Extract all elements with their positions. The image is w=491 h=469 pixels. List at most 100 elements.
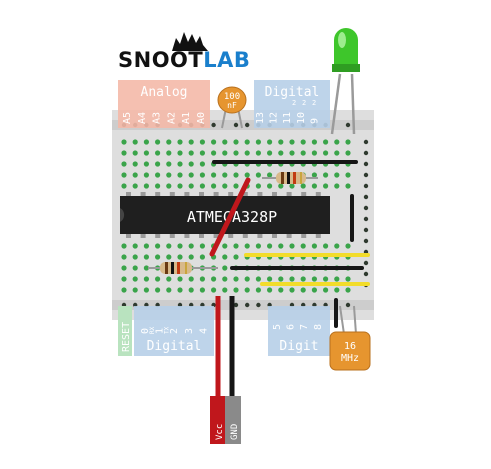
breadboard-hole [166,172,172,178]
breadboard-hole [177,276,183,282]
breadboard-hole [211,172,217,178]
breadboard-hole [334,243,340,249]
chip-pin [213,192,219,196]
breadboard-hole [267,276,273,282]
chip-pin [315,234,321,238]
breadboard-hole [143,243,149,249]
analog-pin-label: A2 [166,112,177,124]
analog-pin-label: A1 [181,112,192,124]
breadboard-hole [222,150,228,156]
breadboard-hole [289,150,295,156]
breadboard-hole [143,183,149,189]
breadboard-hole [334,139,340,145]
gnd-label: GND [230,424,240,440]
breadboard-hole [323,276,329,282]
breadboard-hole [222,243,228,249]
breadboard-hole [211,139,217,145]
breadboard-hole [255,287,261,293]
breadboard-hole [155,161,161,167]
breadboard-hole [278,276,284,282]
rail-hole [363,227,369,233]
breadboard-hole [143,150,149,156]
breadboard-hole [323,183,329,189]
rail-hole [363,161,369,167]
breadboard-hole [300,287,306,293]
gnd-connector [225,396,241,444]
analog-header-label: Analog [141,85,188,100]
breadboard-hole [334,150,340,156]
breadboard-hole [278,183,284,189]
rail-hole [345,122,351,128]
breadboard-hole [300,183,306,189]
digital-bottom-left-label: Digital [147,339,202,354]
digital-bottom-left-pin-label: 4 [198,328,209,334]
breadboard-hole [211,150,217,156]
breadboard-hole [132,150,138,156]
analog-pin-label: A3 [152,112,163,124]
chip-notch [120,208,125,222]
breadboard-hole [188,287,194,293]
chip-pin [184,192,190,196]
breadboard-hole [345,287,351,293]
breadboard-hole [334,276,340,282]
breadboard-hole [199,139,205,145]
chip-pin [301,234,307,238]
breadboard-hole [121,287,127,293]
breadboard-hole [267,183,273,189]
breadboard-hole [222,172,228,178]
breadboard-hole [188,172,194,178]
crystal-16mhz: 16 MHz [329,305,371,371]
breadboard-hole [222,287,228,293]
rail-hole [363,238,369,244]
breadboard-hole [255,243,261,249]
breadboard-hole [121,254,127,260]
breadboard-hole [233,287,239,293]
breadboard-rail-top [112,120,374,130]
breadboard-hole [278,287,284,293]
breadboard-hole [300,139,306,145]
chip-pin [301,192,307,196]
chip-pin [257,234,263,238]
chip-pin [140,192,146,196]
breadboard-hole [188,243,194,249]
rail-hole [233,122,239,128]
chip-pin [315,192,321,196]
logo-part-snoot: SNOOT [118,48,204,72]
rail-hole [256,302,261,308]
breadboard-hole [211,276,217,282]
breadboard-hole [323,243,329,249]
rail-hole [233,302,239,308]
breadboard-hole [132,243,138,249]
breadboard-hole [143,287,149,293]
chip-pin [272,192,277,196]
digital-top-header [254,80,330,128]
breadboard-hole [155,254,161,260]
breadboard-hole [188,139,194,145]
digital-bottom-right-pin-label: 7 [299,324,310,330]
breadboard-hole [255,276,261,282]
breadboard-hole [177,161,183,167]
chip-pin [126,192,131,196]
jumper-red-diagonal [209,177,251,257]
breadboard-hole [121,265,127,271]
breadboard-hole [166,276,172,282]
reset-header [118,306,132,356]
breadboard-hole [143,276,149,282]
breadboard-hole [345,243,351,249]
breadboard-hole [132,183,138,189]
chip-pin [272,234,277,238]
breadboard-hole [166,243,172,249]
breadboard-hole [199,172,205,178]
breadboard-hole [244,139,250,145]
breadboard-hole [155,243,161,249]
breadboard-hole [199,183,205,189]
breadboard-hole [155,172,161,178]
digital-bottom-right-header [268,306,330,356]
rail-hole [211,122,216,128]
breadboard-hole [177,254,183,260]
chip-pin [169,234,175,238]
breadboard-hole [143,265,149,271]
chip-pin [126,234,131,238]
